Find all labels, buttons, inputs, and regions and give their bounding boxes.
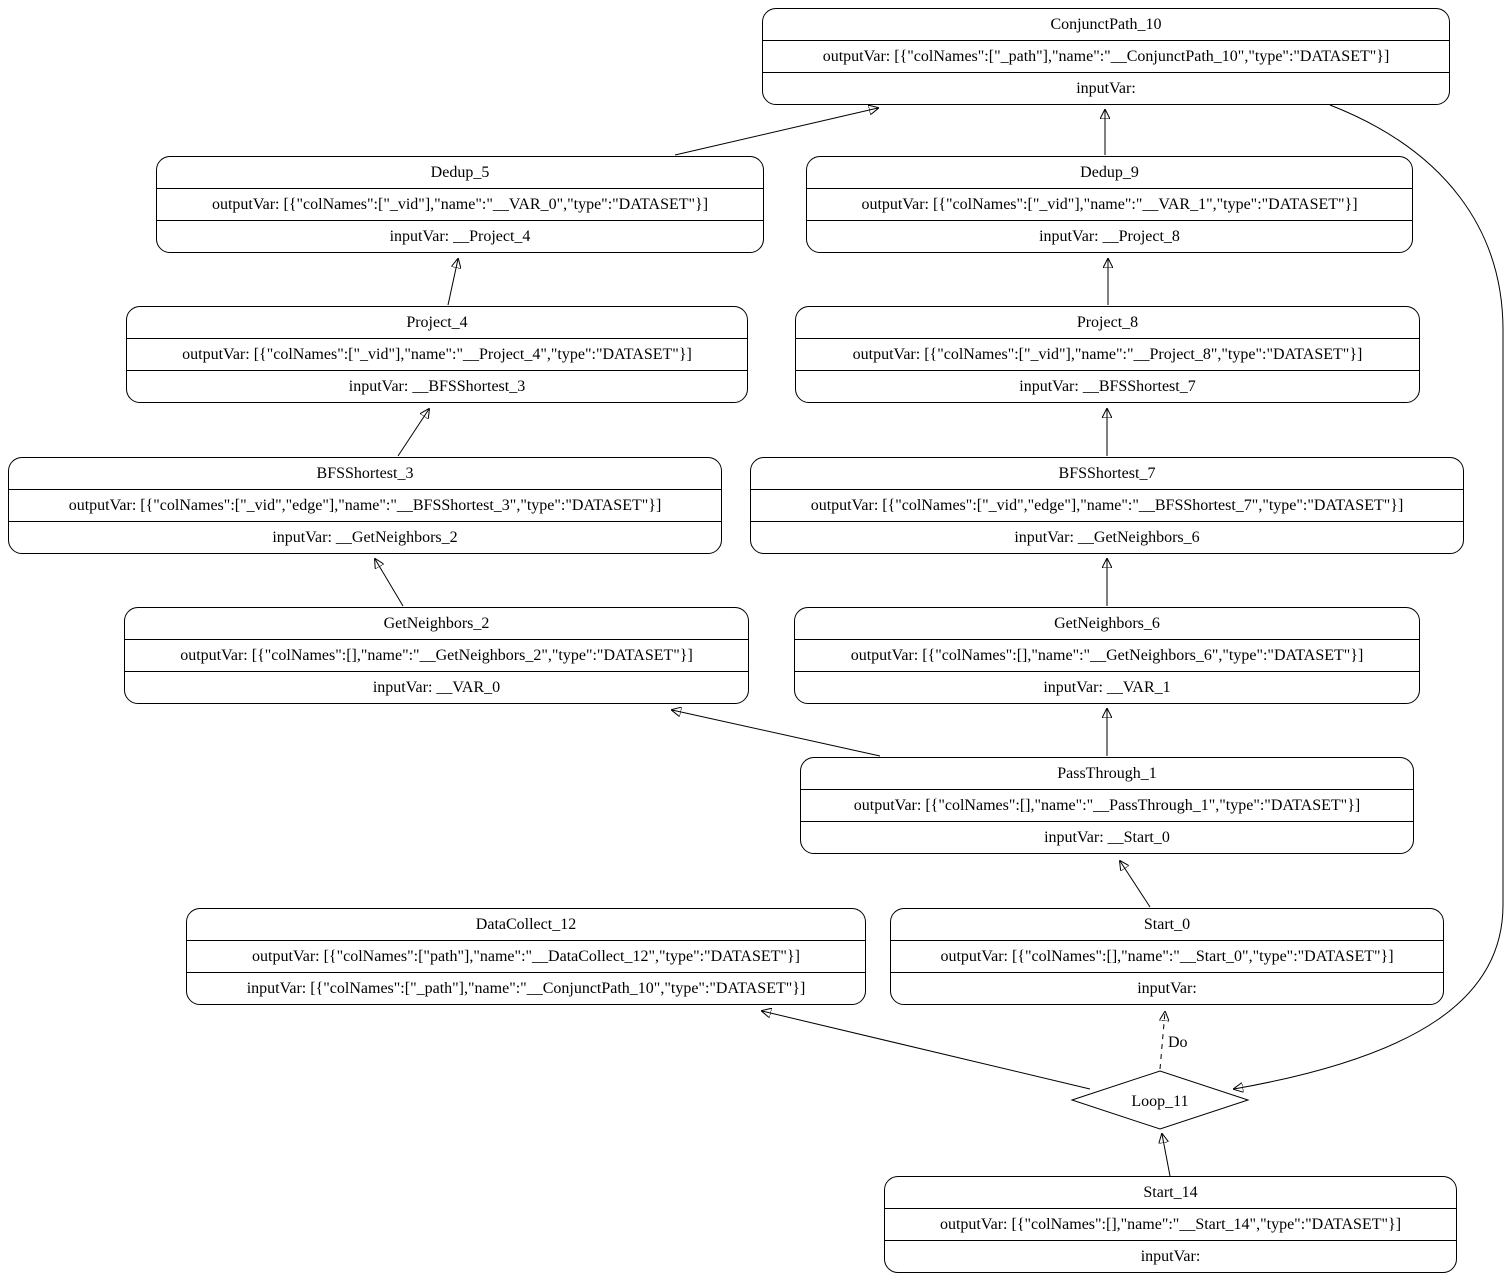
node-output-var: outputVar: [{"colNames":["_vid"],"name":… [807, 189, 1412, 221]
edge-getneighbors2-to-bfsshortest3 [375, 559, 404, 607]
node-output-var: outputVar: [{"colNames":["path"],"name":… [187, 941, 865, 973]
node-getneighbors-2: GetNeighbors_2 outputVar: [{"colNames":[… [124, 607, 749, 704]
node-input-var: inputVar: __Project_4 [389, 227, 531, 245]
edge-loop11-do-start0 [1160, 1012, 1165, 1070]
node-output-var: outputVar: [{"colNames":[],"name":"__Pas… [801, 790, 1413, 822]
node-title: Dedup_9 [807, 157, 1412, 189]
node-title: PassThrough_1 [801, 758, 1413, 790]
node-output-var: outputVar: [{"colNames":["_vid","edge"],… [9, 490, 721, 522]
edge-start14-to-loop11 [1162, 1134, 1171, 1177]
node-title: Start_0 [891, 909, 1443, 941]
node-input-var: inputVar: [{"colNames":["_path"],"name":… [246, 979, 806, 997]
node-bfsshortest-7: BFSShortest_7 outputVar: [{"colNames":["… [750, 457, 1464, 554]
node-title: Project_8 [796, 307, 1419, 339]
node-output-var: outputVar: [{"colNames":[],"name":"__Get… [125, 640, 748, 672]
node-conjunctpath-10: ConjunctPath_10 outputVar: [{"colNames":… [762, 8, 1450, 105]
node-start-0: Start_0 outputVar: [{"colNames":[],"name… [890, 908, 1444, 1005]
node-title: GetNeighbors_2 [125, 608, 748, 640]
node-title: BFSShortest_7 [751, 458, 1463, 490]
node-output-var: outputVar: [{"colNames":["_vid","edge"],… [751, 490, 1463, 522]
node-input-var: inputVar: __VAR_0 [372, 678, 501, 696]
node-output-var: outputVar: [{"colNames":[],"name":"__Get… [795, 640, 1419, 672]
node-input-var: inputVar: __Project_8 [1039, 227, 1180, 245]
node-input-var: inputVar: __GetNeighbors_6 [1014, 528, 1200, 546]
node-input-var: inputVar: [1076, 79, 1136, 97]
node-dedup-5: Dedup_5 outputVar: [{"colNames":["_vid"]… [156, 156, 764, 253]
edge-dedup5-to-conjunctpath10 [674, 108, 878, 156]
node-output-var: outputVar: [{"colNames":["_vid"],"name":… [796, 339, 1419, 371]
node-input-var: inputVar: __GetNeighbors_2 [272, 528, 458, 546]
node-start-14: Start_14 outputVar: [{"colNames":[],"nam… [884, 1176, 1457, 1273]
node-input-var: inputVar: __BFSShortest_7 [1019, 377, 1196, 395]
edge-bfsshortest3-to-project4 [397, 409, 429, 457]
node-project-8: Project_8 outputVar: [{"colNames":["_vid… [795, 306, 1420, 403]
node-input-var: inputVar: __BFSShortest_3 [348, 377, 526, 395]
node-title: Start_14 [885, 1177, 1456, 1209]
node-project-4: Project_4 outputVar: [{"colNames":["_vid… [126, 306, 748, 403]
node-title: ConjunctPath_10 [763, 9, 1449, 41]
edge-passthrough1-to-getneighbors2 [672, 710, 881, 757]
node-output-var: outputVar: [{"colNames":["_vid"],"name":… [157, 189, 763, 221]
edge-loop11-to-datacollect12 [762, 1011, 1091, 1090]
node-output-var: outputVar: [{"colNames":["_vid"],"name":… [127, 339, 747, 371]
loop-11-label: Loop_11 [1131, 1093, 1188, 1110]
node-input-var: inputVar: [1140, 1247, 1201, 1265]
node-output-var: outputVar: [{"colNames":[],"name":"__Sta… [885, 1209, 1456, 1241]
node-datacollect-12: DataCollect_12 outputVar: [{"colNames":[… [186, 908, 866, 1005]
node-title: Dedup_5 [157, 157, 763, 189]
node-output-var: outputVar: [{"colNames":["_path"],"name"… [763, 41, 1449, 73]
node-title: GetNeighbors_6 [795, 608, 1419, 640]
node-title: Project_4 [127, 307, 747, 339]
node-dedup-9: Dedup_9 outputVar: [{"colNames":["_vid"]… [806, 156, 1413, 253]
do-edge-label: Do [1168, 1034, 1188, 1051]
node-output-var: outputVar: [{"colNames":[],"name":"__Sta… [891, 941, 1443, 973]
node-loop-11 [1070, 1070, 1250, 1130]
edge-project4-to-dedup5 [447, 259, 458, 306]
node-passthrough-1: PassThrough_1 outputVar: [{"colNames":[]… [800, 757, 1414, 854]
edge-start0-to-passthrough1 [1120, 861, 1151, 908]
node-input-var: inputVar: __Start_0 [1044, 828, 1170, 846]
node-input-var: inputVar: [1137, 979, 1197, 997]
node-input-var: inputVar: __VAR_1 [1043, 678, 1171, 696]
node-bfsshortest-3: BFSShortest_3 outputVar: [{"colNames":["… [8, 457, 722, 554]
node-getneighbors-6: GetNeighbors_6 outputVar: [{"colNames":[… [794, 607, 1420, 704]
node-title: BFSShortest_3 [9, 458, 721, 490]
node-title: DataCollect_12 [187, 909, 865, 941]
